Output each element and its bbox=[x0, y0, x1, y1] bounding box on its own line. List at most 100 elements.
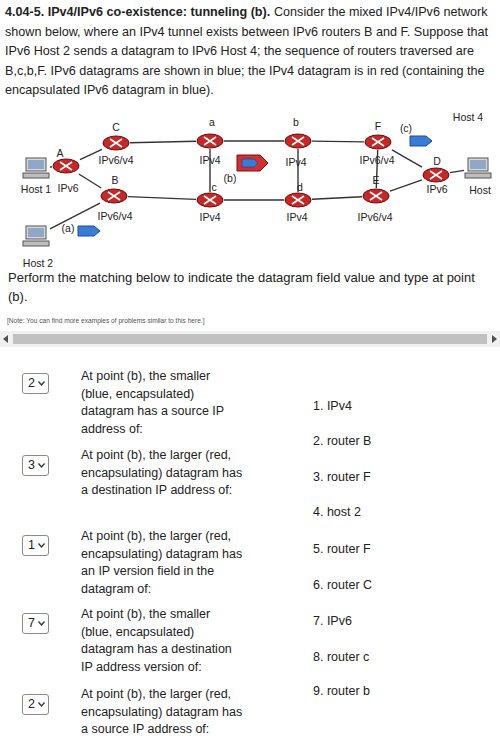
node-label: F bbox=[375, 120, 381, 132]
answer-dropdown: 7 bbox=[22, 613, 49, 634]
dropdown-chevron bbox=[22, 373, 49, 394]
router-arrows bbox=[60, 162, 72, 170]
router-icon bbox=[362, 188, 390, 204]
node-label: IPv6 bbox=[57, 182, 78, 194]
router-arrows bbox=[292, 137, 304, 145]
question-title: 4.04-5. IPv4/IPv6 co-existence: tunnelin… bbox=[5, 5, 270, 19]
point-label: (a) bbox=[62, 222, 75, 234]
host-node: Host 4 bbox=[464, 157, 492, 179]
router-body bbox=[101, 189, 127, 203]
chevron-path bbox=[39, 543, 45, 547]
router-node: BIPv6/v4 bbox=[100, 188, 128, 204]
router-node: cIPv4 bbox=[196, 192, 224, 208]
chevron-path bbox=[39, 621, 45, 625]
network-link bbox=[392, 150, 422, 167]
screen bbox=[28, 228, 44, 237]
node-label: A bbox=[56, 147, 63, 159]
router-arrows bbox=[204, 137, 216, 145]
router-icon bbox=[422, 167, 450, 183]
network-link bbox=[450, 170, 464, 172]
page-text: 5. router F bbox=[313, 541, 371, 557]
router-arrows bbox=[108, 192, 120, 200]
page-text: [Note: You can find more examples of pro… bbox=[7, 316, 205, 325]
dropdown-chevron bbox=[22, 455, 49, 476]
router-body bbox=[365, 135, 391, 149]
node-label: B bbox=[111, 174, 118, 186]
network-link bbox=[79, 174, 101, 188]
answer-dropdown: 2 bbox=[22, 694, 49, 715]
router-node: EIPv6/v4 bbox=[362, 188, 390, 204]
scroll-left-arrow bbox=[3, 335, 8, 343]
ipv6-datagram bbox=[242, 159, 258, 167]
node-label: c bbox=[211, 181, 216, 193]
page-text: At point (b), the larger (red, encapsula… bbox=[81, 447, 243, 500]
page-text: At point (b), the larger (red, encapsula… bbox=[81, 686, 243, 739]
router-node: AIPv6 bbox=[52, 158, 80, 174]
node-label: IPv6 bbox=[426, 183, 447, 195]
scrollbar-track bbox=[0, 331, 500, 347]
page-text: At point (b), the larger (red, encapsula… bbox=[81, 528, 243, 598]
router-icon bbox=[364, 134, 392, 150]
dropdown-value: 2 bbox=[28, 697, 35, 711]
dropdown-value: 7 bbox=[28, 616, 35, 630]
router-node: FIPv6/v4 bbox=[364, 134, 392, 150]
router-arrows bbox=[110, 139, 122, 147]
host-icon bbox=[22, 225, 50, 247]
page-text: At point (b), the smaller (blue, encapsu… bbox=[81, 606, 243, 676]
page-text: 3. router F bbox=[313, 469, 371, 485]
page-text: Perform the matching below to indicate t… bbox=[8, 268, 486, 306]
page-text: 2. router B bbox=[313, 433, 371, 449]
node-label: Host 4 bbox=[453, 111, 483, 123]
router-node: dIPv4 bbox=[284, 192, 312, 208]
monitor bbox=[26, 226, 46, 239]
point-label: Host bbox=[469, 184, 491, 196]
network-link bbox=[224, 140, 284, 141]
page-text: 8. router c bbox=[313, 649, 369, 665]
node-label: a bbox=[209, 116, 215, 128]
network-link bbox=[128, 197, 196, 200]
router-body bbox=[363, 189, 389, 203]
node-label: IPv6/v4 bbox=[98, 154, 133, 166]
host-icon bbox=[22, 157, 50, 179]
router-body bbox=[103, 136, 129, 150]
network-link bbox=[50, 166, 52, 168]
router-icon bbox=[100, 188, 128, 204]
router-icon bbox=[284, 133, 312, 149]
node-label: d bbox=[297, 181, 303, 193]
node-label: IPv4 bbox=[286, 211, 307, 223]
page-text: At point (b), the smaller (blue, encapsu… bbox=[81, 368, 243, 438]
network-link bbox=[224, 199, 284, 200]
ipv6-datagram bbox=[78, 226, 100, 236]
network-link bbox=[312, 197, 362, 200]
router-body bbox=[285, 134, 311, 148]
router-arrows bbox=[204, 196, 216, 204]
node-label: IPv4 bbox=[199, 211, 220, 223]
node-label: IPv6/v4 bbox=[357, 211, 392, 223]
network-link bbox=[312, 140, 364, 142]
router-arrows bbox=[372, 138, 384, 146]
ipv4-datagram bbox=[237, 155, 268, 171]
router-icon bbox=[102, 135, 130, 151]
router-node: CIPv6/v4 bbox=[102, 135, 130, 151]
keyboard bbox=[465, 173, 491, 178]
dropdown-value: 2 bbox=[28, 376, 35, 390]
point-label: (b) bbox=[224, 172, 237, 184]
dropdown-value: 1 bbox=[28, 538, 35, 552]
host-icon bbox=[464, 157, 492, 179]
network-link bbox=[390, 180, 422, 191]
answer-dropdown: 2 bbox=[22, 373, 49, 394]
dropdown-chevron bbox=[22, 694, 49, 715]
answer-dropdown: 3 bbox=[22, 455, 49, 476]
point-label: (c) bbox=[400, 122, 412, 134]
dropdown-chevron bbox=[22, 613, 49, 634]
router-icon bbox=[196, 133, 224, 149]
node-label: IPv4 bbox=[199, 154, 220, 166]
chevron-path bbox=[39, 381, 45, 385]
router-icon bbox=[196, 192, 224, 208]
node-label: b bbox=[293, 116, 299, 128]
screen bbox=[470, 160, 486, 169]
node-label: Host 2 bbox=[23, 257, 53, 269]
page-text: 7. IPv6 bbox=[313, 613, 352, 629]
dropdown-chevron bbox=[22, 535, 49, 556]
